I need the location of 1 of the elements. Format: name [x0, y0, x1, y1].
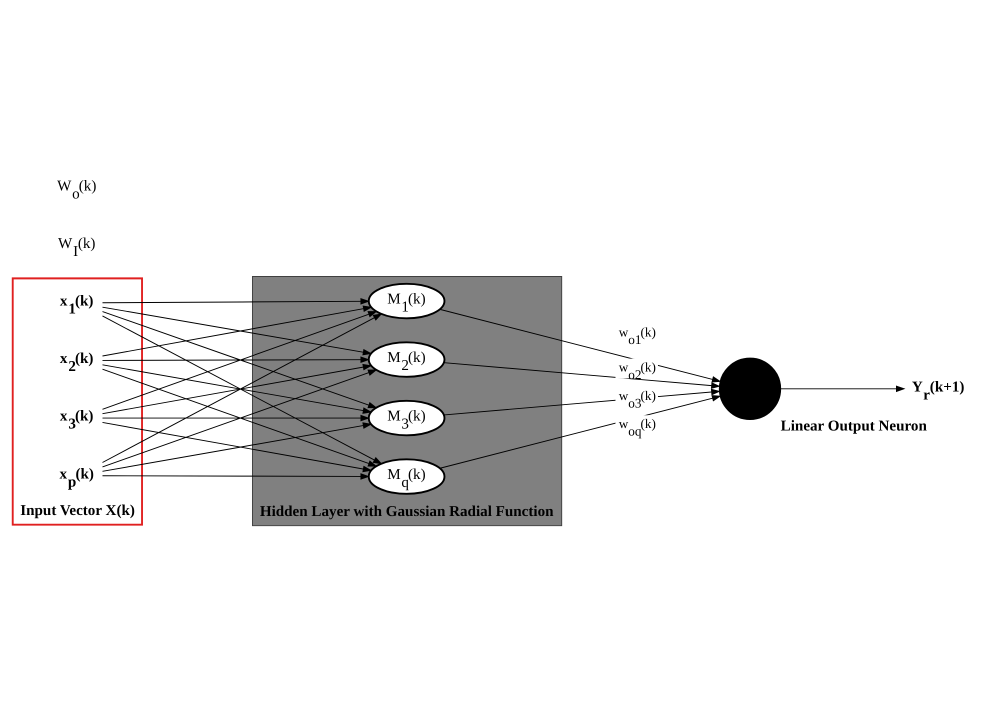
node-label: Linear Output Neuron — [780, 418, 927, 434]
